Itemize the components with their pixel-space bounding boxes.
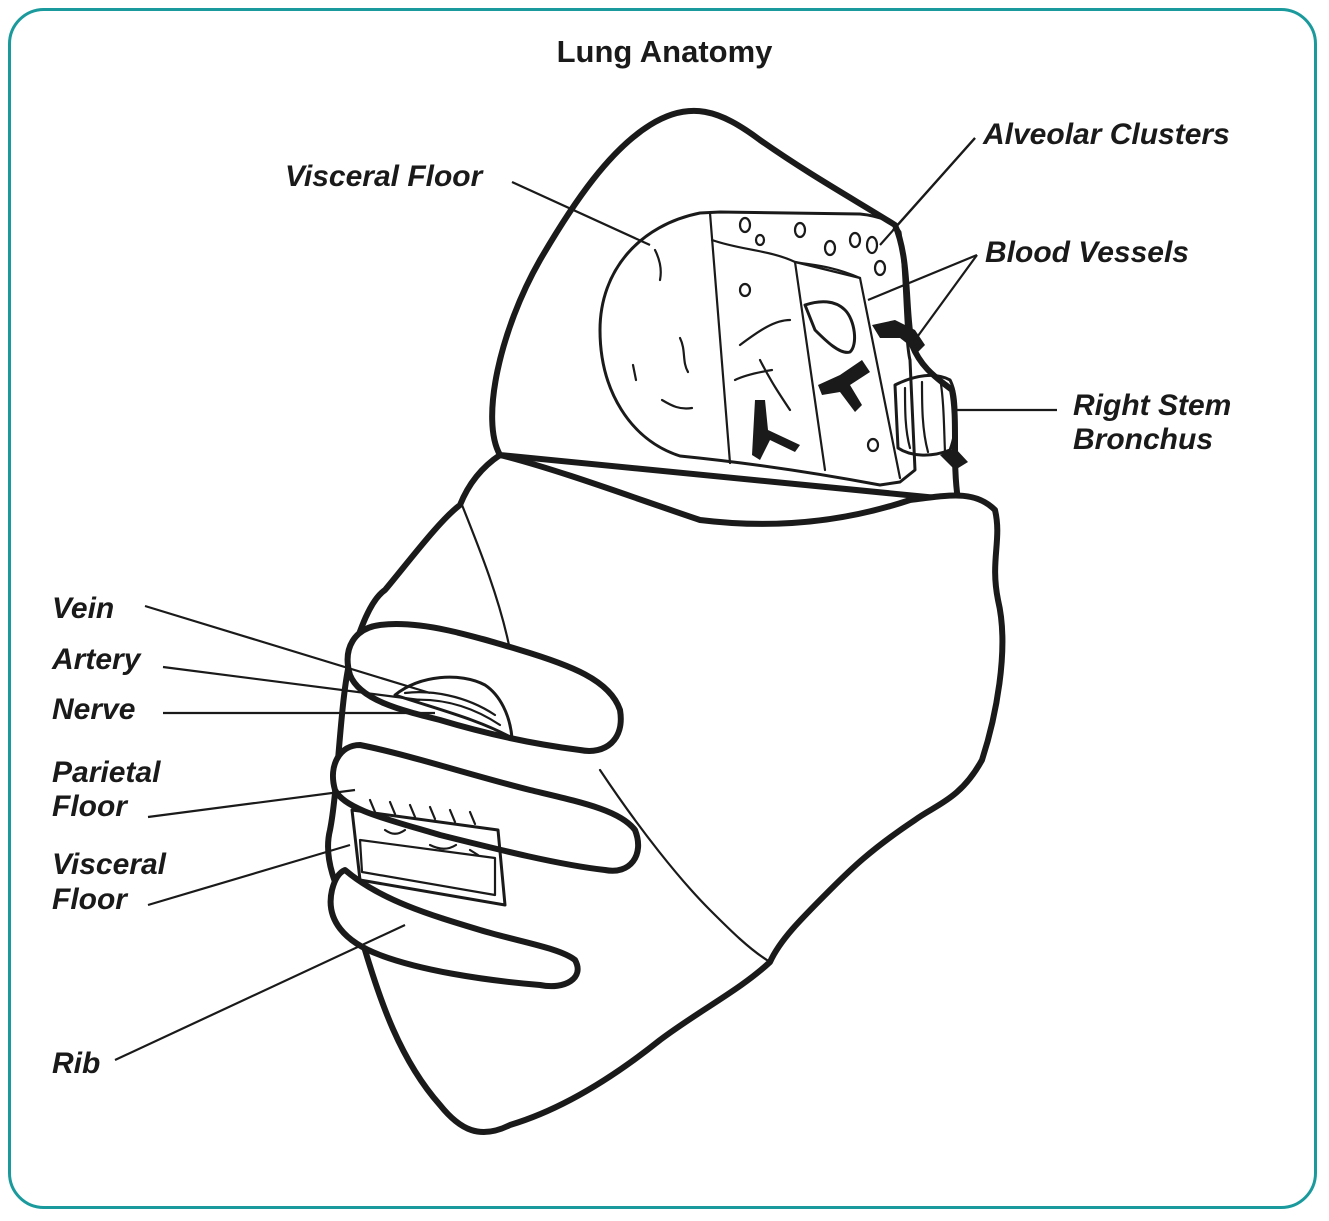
label-vein: Vein [52, 592, 114, 626]
label-artery: Artery [52, 643, 140, 677]
label-right-stem-bronchus-line1: Right Stem [1073, 389, 1231, 423]
label-blood-vessels: Blood Vessels [985, 236, 1189, 270]
label-visceral-floor-top: Visceral Floor [285, 160, 482, 194]
label-visceral-floor-bottom-line1: Visceral [52, 848, 166, 882]
label-visceral-floor-bottom-line2: Floor [52, 883, 127, 917]
label-right-stem-bronchus-line2: Bronchus [1073, 423, 1213, 457]
upper-lobe [492, 111, 958, 500]
label-alveolar-clusters: Alveolar Clusters [983, 118, 1230, 152]
label-rib: Rib [52, 1047, 100, 1081]
label-parietal-floor-line2: Floor [52, 790, 127, 824]
label-nerve: Nerve [52, 693, 135, 727]
label-parietal-floor-line1: Parietal [52, 756, 160, 790]
